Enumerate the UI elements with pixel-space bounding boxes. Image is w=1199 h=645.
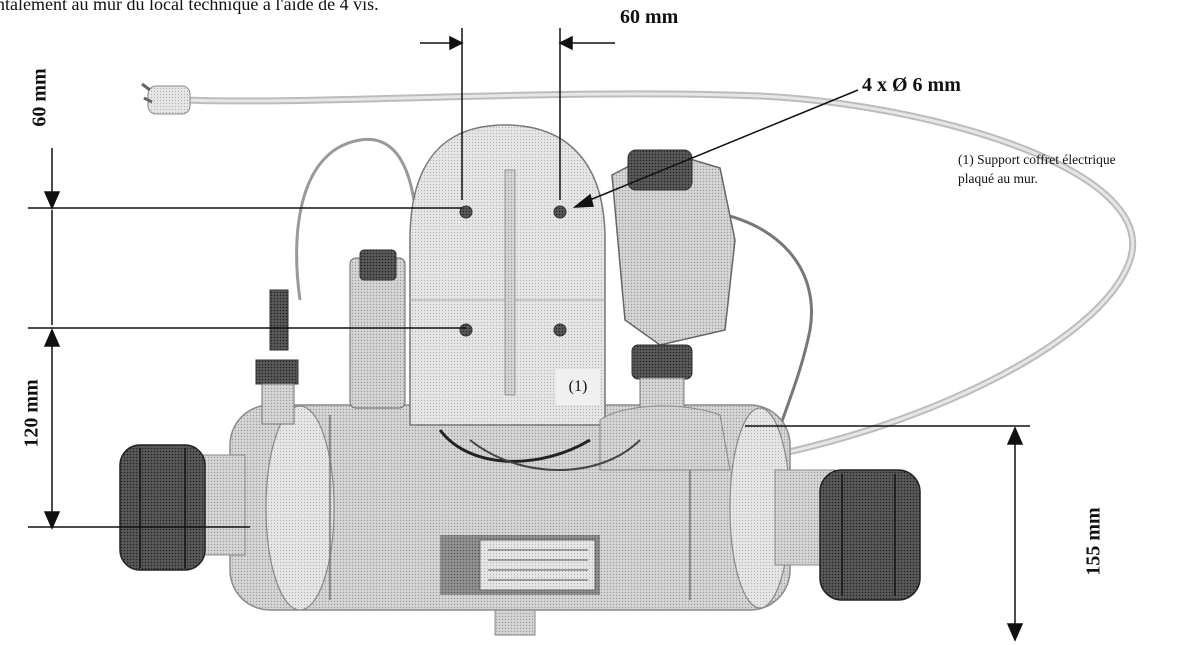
- left-union: [119, 444, 206, 571]
- rating-plate: [440, 535, 600, 595]
- dimension-lines: [28, 28, 1030, 642]
- callout-marker: (1): [556, 369, 600, 405]
- right-cable: [699, 208, 813, 461]
- intro-text: ntalement au mur du local technique à l'…: [0, 0, 379, 14]
- mount-hole: [459, 323, 473, 337]
- right-union: [819, 469, 921, 601]
- callout-note: (1) Support coffret électrique plaqué au…: [958, 150, 1198, 188]
- mount-hole: [553, 323, 567, 337]
- mount-hole: [553, 205, 567, 219]
- dimension-left-lower: 120 mm: [20, 379, 43, 448]
- flow-sensor: [269, 289, 289, 351]
- mount-hole: [459, 205, 473, 219]
- dimension-top-spacing: 60 mm: [620, 6, 679, 28]
- callout-note-line2: plaqué au mur.: [958, 171, 1038, 186]
- plug-icon: [141, 82, 191, 115]
- callout-note-line1: (1) Support coffret électrique: [958, 152, 1116, 167]
- dimension-right-height: 155 mm: [1082, 507, 1105, 576]
- dimension-left-upper: 60 mm: [28, 68, 51, 127]
- dimension-holes: 4 x Ø 6 mm: [862, 74, 961, 96]
